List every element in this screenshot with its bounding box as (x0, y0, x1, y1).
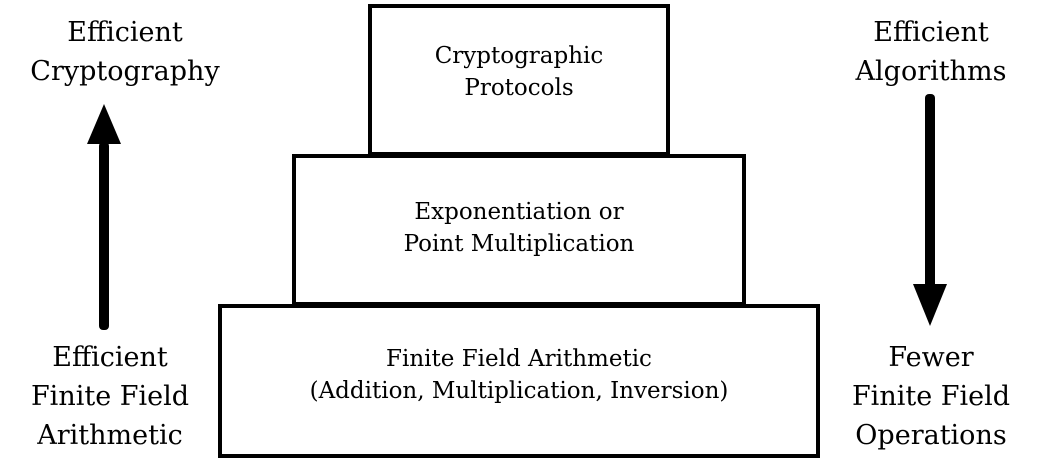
cryptographic-protocols-box: Cryptographic Protocols (368, 4, 670, 156)
left-bottom-label: Efficient Finite Field Arithmetic (10, 338, 210, 455)
box-line: Protocols (464, 75, 574, 101)
exponentiation-box: Exponentiation or Point Multiplication (292, 154, 746, 306)
arrow-up-icon (87, 104, 121, 330)
label-line: Algorithms (855, 56, 1007, 87)
label-line: Operations (855, 420, 1007, 451)
label-line: Efficient (52, 342, 168, 373)
label-line: Efficient (873, 17, 989, 48)
left-top-label: Efficient Cryptography (20, 13, 230, 91)
arrow-down-icon (913, 94, 947, 326)
label-line: Finite Field (851, 381, 1011, 412)
label-line: Efficient (67, 17, 183, 48)
right-bottom-label: Fewer Finite Field Operations (826, 338, 1036, 455)
arrow-down-shaft (925, 94, 935, 288)
box-line: Finite Field Arithmetic (386, 346, 652, 372)
box-line: (Addition, Multiplication, Inversion) (309, 378, 729, 404)
finite-field-arithmetic-box: Finite Field Arithmetic (Addition, Multi… (218, 304, 820, 458)
label-line: Fewer (888, 342, 974, 373)
arrow-up-head (87, 104, 121, 144)
arrow-up-shaft (99, 142, 109, 330)
box-line: Point Multiplication (403, 231, 635, 257)
label-line: Cryptography (30, 56, 220, 87)
arrow-down-head (913, 284, 947, 326)
box-line: Cryptographic (434, 43, 604, 69)
label-line: Finite Field (30, 381, 190, 412)
right-top-label: Efficient Algorithms (826, 13, 1036, 91)
box-line: Exponentiation or (414, 199, 624, 225)
label-line: Arithmetic (37, 420, 183, 451)
